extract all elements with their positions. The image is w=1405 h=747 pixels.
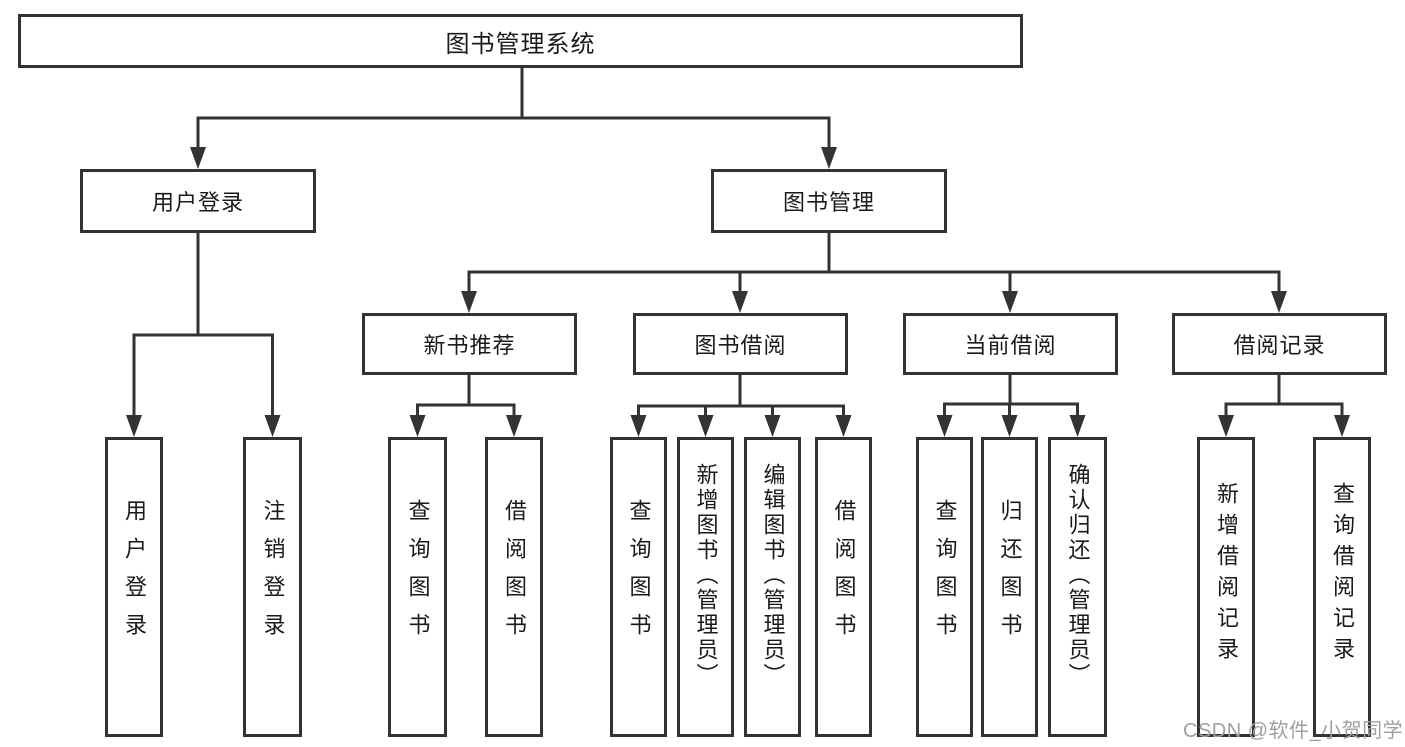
- arrow-down-icon: [461, 291, 477, 313]
- node-current-borrow: 当前借阅: [903, 313, 1118, 375]
- arrow-down-icon: [821, 147, 837, 169]
- arrow-down-icon: [264, 415, 281, 437]
- leaf-bb-add-books-label: 新增图书（管理员）: [693, 462, 719, 688]
- arrow-down-icon: [1069, 415, 1086, 437]
- arrow-down-icon: [764, 415, 781, 437]
- leaf-br-query-record: 查询借阅记录: [1313, 437, 1371, 737]
- arrow-down-icon: [1271, 291, 1287, 313]
- arrow-down-icon: [936, 415, 953, 437]
- node-user-login: 用户登录: [80, 169, 316, 233]
- leaf-nb-query-books-label: 查询图书: [405, 499, 431, 651]
- node-book-management: 图书管理: [711, 169, 947, 233]
- leaf-cb-query-books-label: 查询图书: [932, 499, 958, 651]
- node-new-book-recommend-label: 新书推荐: [423, 333, 516, 358]
- leaf-bb-borrow-books: 借阅图书: [815, 437, 872, 737]
- leaf-cb-return-books-label: 归还图书: [997, 499, 1023, 651]
- edges-book-borrow: [630, 375, 852, 437]
- leaf-cb-query-books: 查询图书: [916, 437, 973, 737]
- leaf-br-add-record: 新增借阅记录: [1197, 437, 1255, 737]
- leaf-nb-borrow-books-label: 借阅图书: [502, 499, 527, 651]
- node-new-book-recommend: 新书推荐: [362, 313, 577, 375]
- arrow-down-icon: [190, 147, 206, 169]
- csdn-watermark: CSDN @软件_小贺同学: [1183, 720, 1404, 742]
- node-book-borrow: 图书借阅: [633, 313, 848, 375]
- node-user-login-label: 用户登录: [151, 190, 244, 215]
- leaf-bb-borrow-books-label: 借阅图书: [831, 499, 857, 651]
- leaf-login-label: 用户登录: [122, 499, 147, 651]
- leaf-logout: 注销登录: [243, 437, 302, 737]
- leaf-bb-query-books: 查询图书: [610, 437, 667, 737]
- node-borrow-records-label: 借阅记录: [1233, 333, 1326, 358]
- arrow-down-icon: [1002, 291, 1018, 313]
- arrow-down-icon: [732, 291, 748, 313]
- edges-root: [190, 68, 837, 169]
- leaf-bb-edit-books: 编辑图书（管理员）: [744, 437, 801, 737]
- arrow-down-icon: [1001, 415, 1018, 437]
- leaf-br-add-record-label: 新增借阅记录: [1214, 482, 1239, 668]
- node-borrow-records: 借阅记录: [1172, 313, 1387, 375]
- edges-current-borrow: [936, 375, 1086, 437]
- arrow-down-icon: [409, 415, 426, 437]
- arrow-down-icon: [630, 415, 647, 437]
- arrow-down-icon: [1218, 415, 1234, 437]
- arrow-down-icon: [126, 415, 142, 437]
- edges-new-book-recommend: [409, 375, 522, 437]
- leaf-login: 用户登录: [105, 437, 163, 737]
- node-book-management-label: 图书管理: [782, 190, 875, 215]
- leaf-bb-edit-books-label: 编辑图书（管理员）: [760, 462, 786, 688]
- leaf-cb-confirm-return: 确认归还（管理员）: [1048, 437, 1107, 737]
- edges-user-login: [126, 233, 281, 437]
- node-current-borrow-label: 当前借阅: [964, 333, 1057, 358]
- leaf-cb-return-books: 归还图书: [981, 437, 1038, 737]
- node-book-borrow-label: 图书借阅: [694, 333, 787, 358]
- leaf-bb-add-books: 新增图书（管理员）: [677, 437, 734, 737]
- leaf-logout-label: 注销登录: [260, 499, 286, 651]
- arrow-down-icon: [1334, 415, 1350, 437]
- node-root: 图书管理系统: [18, 14, 1023, 68]
- leaf-br-query-record-label: 查询借阅记录: [1330, 482, 1355, 668]
- edges-book-management: [461, 233, 1287, 313]
- arrow-down-icon: [697, 415, 714, 437]
- leaf-bb-query-books-label: 查询图书: [626, 499, 652, 651]
- edges-borrow-records: [1218, 375, 1350, 437]
- arrow-down-icon: [835, 415, 852, 437]
- arrow-down-icon: [506, 415, 522, 437]
- leaf-nb-borrow-books: 借阅图书: [485, 437, 543, 737]
- leaf-cb-confirm-return-label: 确认归还（管理员）: [1065, 462, 1091, 688]
- leaf-nb-query-books: 查询图书: [388, 437, 447, 737]
- node-root-label: 图书管理系统: [445, 30, 596, 58]
